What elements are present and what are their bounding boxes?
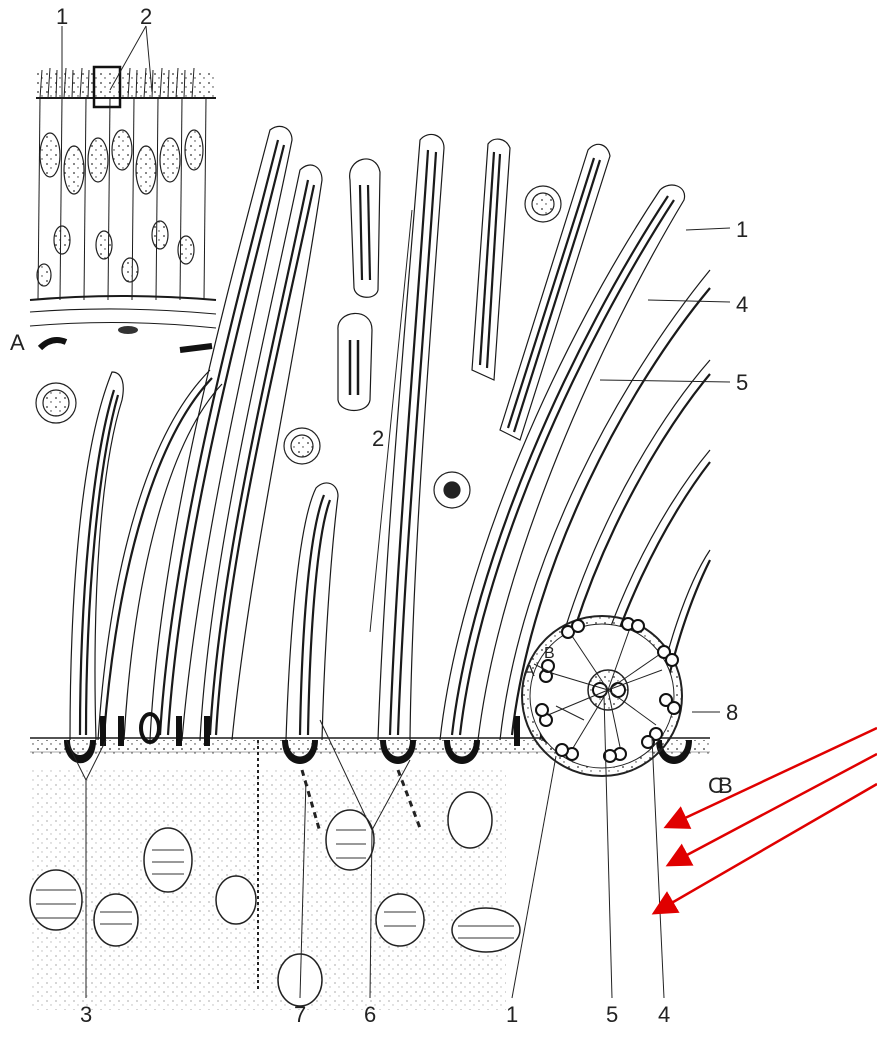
red-arrow-2 xyxy=(670,754,877,864)
label-panel-c: C xyxy=(708,773,724,798)
label-bottom-1: 1 xyxy=(506,1002,518,1027)
label-top-1: 1 xyxy=(56,4,68,29)
label-cs-8: 8 xyxy=(726,700,738,725)
panel-c-cross-section xyxy=(522,616,682,776)
red-arrow-3 xyxy=(656,784,877,912)
inset-epithelium xyxy=(30,67,216,350)
label-bottom-4: 4 xyxy=(658,1002,670,1027)
label-right-1: 1 xyxy=(736,217,748,242)
label-cs-a: A xyxy=(524,663,535,680)
label-bottom-5: 5 xyxy=(606,1002,618,1027)
label-right-5: 5 xyxy=(736,370,748,395)
label-bottom-6: 6 xyxy=(364,1002,376,1027)
label-cs-b: B xyxy=(544,645,555,662)
label-bottom-7: 7 xyxy=(294,1002,306,1027)
annotation-arrows xyxy=(656,728,877,912)
label-mid-2: 2 xyxy=(372,426,384,451)
label-panel-a: A xyxy=(10,330,25,355)
label-top-2: 2 xyxy=(140,4,152,29)
label-bottom-3: 3 xyxy=(80,1002,92,1027)
label-right-4: 4 xyxy=(736,292,748,317)
